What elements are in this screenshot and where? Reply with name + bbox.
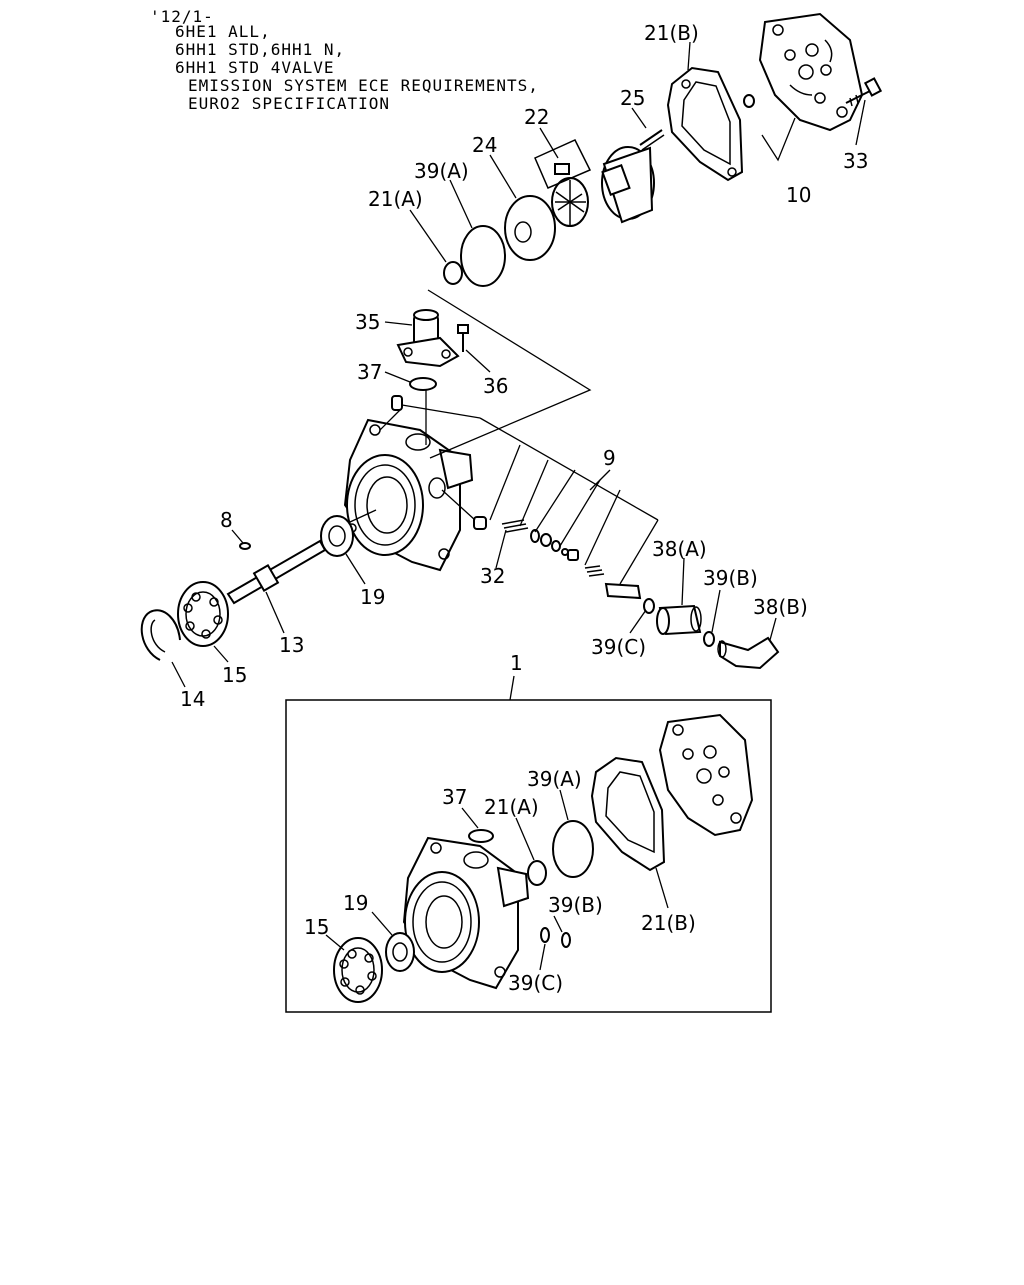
pump-housing (343, 418, 474, 572)
note-line: 6HH1 STD 4VALVE (175, 58, 335, 77)
callout-21b: 21(B) (644, 21, 699, 45)
callout-labels: 21(B) 25 22 24 39(A) 21(A) 33 10 35 36 3… (180, 21, 868, 711)
vane (554, 163, 570, 175)
note-line: EURO2 SPECIFICATION (188, 94, 391, 113)
washer (743, 94, 755, 108)
bolt (457, 324, 469, 352)
leader-lines (171, 41, 866, 701)
callout-1: 1 (510, 651, 523, 675)
suction-connector (396, 309, 460, 368)
note-line: 6HH1 STD,6HH1 N, (175, 40, 346, 59)
callout-33: 33 (843, 149, 868, 173)
note-line: '12/1- (150, 7, 214, 26)
o-ring (409, 377, 437, 391)
callout-37: 37 (357, 360, 382, 384)
kit-callout-labels: 37 21(A) 39(A) 19 15 39(B) 39(C) 21(B) (304, 767, 696, 995)
o-ring (643, 598, 655, 614)
gasket (666, 66, 744, 182)
kit-callout-15: 15 (304, 915, 329, 939)
callout-8: 8 (220, 508, 233, 532)
callout-14: 14 (180, 687, 205, 711)
rotor (534, 139, 592, 227)
callout-39b: 39(B) (703, 566, 758, 590)
cover-plate (758, 12, 864, 132)
note-line: EMISSION SYSTEM ECE REQUIREMENTS, (188, 76, 539, 95)
callout-32: 32 (480, 564, 505, 588)
drive-shaft (226, 539, 327, 605)
ball-bearing (177, 581, 229, 647)
callout-25: 25 (620, 86, 645, 110)
elbow-fitting (717, 636, 780, 670)
bushing (320, 515, 354, 557)
side-plate (504, 195, 556, 261)
note-line: 6HE1 ALL, (175, 22, 271, 41)
callout-13: 13 (279, 633, 304, 657)
callout-10: 10 (786, 183, 811, 207)
kit-callout-39a: 39(A) (527, 767, 582, 791)
kit-callout-21b: 21(B) (641, 911, 696, 935)
callout-22: 22 (524, 105, 549, 129)
assembly-guide-lines (349, 289, 659, 585)
callout-39a: 39(A) (414, 159, 469, 183)
kit-callout-19: 19 (343, 891, 368, 915)
callout-38b: 38(B) (753, 595, 808, 619)
kit-callout-39b: 39(B) (548, 893, 603, 917)
woodruff-key (239, 542, 251, 550)
repair-kit-box (285, 699, 772, 1013)
callout-39c: 39(C) (591, 635, 646, 659)
callout-24: 24 (472, 133, 497, 157)
outlet-connector (656, 604, 702, 636)
cam-ring (601, 146, 655, 224)
callout-36: 36 (483, 374, 508, 398)
kit-callout-21a: 21(A) (484, 795, 539, 819)
plug (391, 395, 403, 411)
kit-callout-39c: 39(C) (508, 971, 563, 995)
dowel-pin (639, 129, 665, 151)
callout-21a: 21(A) (368, 187, 423, 211)
bolt (845, 77, 883, 107)
callout-35: 35 (355, 310, 380, 334)
kit-parts (333, 713, 754, 1003)
callout-9: 9 (603, 446, 616, 470)
kit-leader-lines (325, 789, 669, 971)
callout-19: 19 (360, 585, 385, 609)
o-ring (703, 631, 715, 647)
o-ring (460, 225, 506, 287)
o-ring (443, 261, 463, 285)
callout-15: 15 (222, 663, 247, 687)
kit-callout-37: 37 (442, 785, 467, 809)
callout-38a: 38(A) (652, 537, 707, 561)
snap-ring (140, 609, 181, 661)
flow-control-valve-parts (473, 516, 642, 600)
